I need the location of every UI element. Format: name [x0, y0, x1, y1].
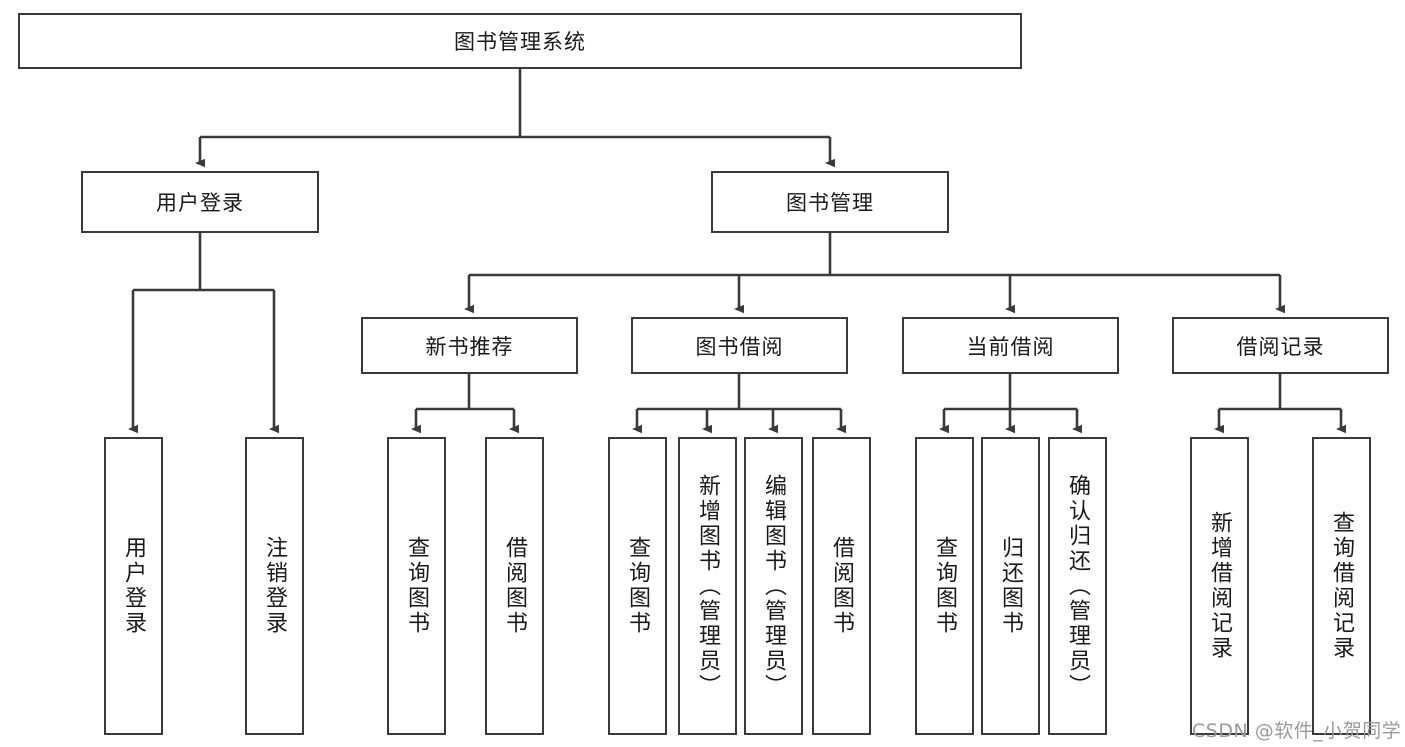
leaf-label: 归还图书 — [998, 536, 1024, 636]
node-borrow-record[interactable]: 借阅记录 — [1172, 317, 1389, 374]
leaf-label: 查询图书 — [932, 536, 958, 636]
node-leaf-borrow-book-recommend[interactable]: 借阅图书 — [485, 437, 544, 735]
leaf-label: 用户登录 — [121, 536, 147, 636]
leaf-label: 新增借阅记录 — [1207, 511, 1233, 661]
node-leaf-query-book-recommend[interactable]: 查询图书 — [387, 437, 446, 735]
leaf-label: 借阅图书 — [829, 536, 855, 636]
node-leaf-return-book[interactable]: 归还图书 — [981, 437, 1040, 735]
node-current-borrow[interactable]: 当前借阅 — [902, 317, 1119, 374]
node-leaf-query-book-borrow[interactable]: 查询图书 — [608, 437, 667, 735]
leaf-label: 编辑图书（管理员） — [761, 473, 787, 699]
node-leaf-add-book-admin[interactable]: 新增图书（管理员） — [678, 437, 737, 735]
node-leaf-edit-book-admin[interactable]: 编辑图书（管理员） — [744, 437, 803, 735]
node-book-borrow[interactable]: 图书借阅 — [631, 317, 848, 374]
leaf-label: 注销登录 — [262, 536, 288, 636]
node-root-system[interactable]: 图书管理系统 — [18, 13, 1022, 69]
leaf-label: 确认归还（管理员） — [1065, 473, 1091, 699]
node-leaf-user-login[interactable]: 用户登录 — [104, 437, 163, 735]
node-leaf-query-borrow-record[interactable]: 查询借阅记录 — [1312, 437, 1371, 735]
node-leaf-user-logout[interactable]: 注销登录 — [245, 437, 304, 735]
node-leaf-add-borrow-record[interactable]: 新增借阅记录 — [1190, 437, 1249, 735]
node-leaf-borrow-book[interactable]: 借阅图书 — [812, 437, 871, 735]
watermark-text: CSDN @软件_小贺同学 — [1192, 720, 1402, 742]
leaf-label: 查询图书 — [625, 536, 651, 636]
node-book-management[interactable]: 图书管理 — [711, 171, 949, 233]
leaf-label: 查询借阅记录 — [1329, 511, 1355, 661]
node-user-login[interactable]: 用户登录 — [81, 171, 319, 233]
leaf-label: 查询图书 — [404, 536, 430, 636]
leaf-label: 新增图书（管理员） — [695, 473, 721, 699]
leaf-label: 借阅图书 — [502, 536, 528, 636]
node-new-book-recommend[interactable]: 新书推荐 — [361, 317, 578, 374]
node-leaf-confirm-return-admin[interactable]: 确认归还（管理员） — [1048, 437, 1107, 735]
node-leaf-query-book-current[interactable]: 查询图书 — [915, 437, 974, 735]
